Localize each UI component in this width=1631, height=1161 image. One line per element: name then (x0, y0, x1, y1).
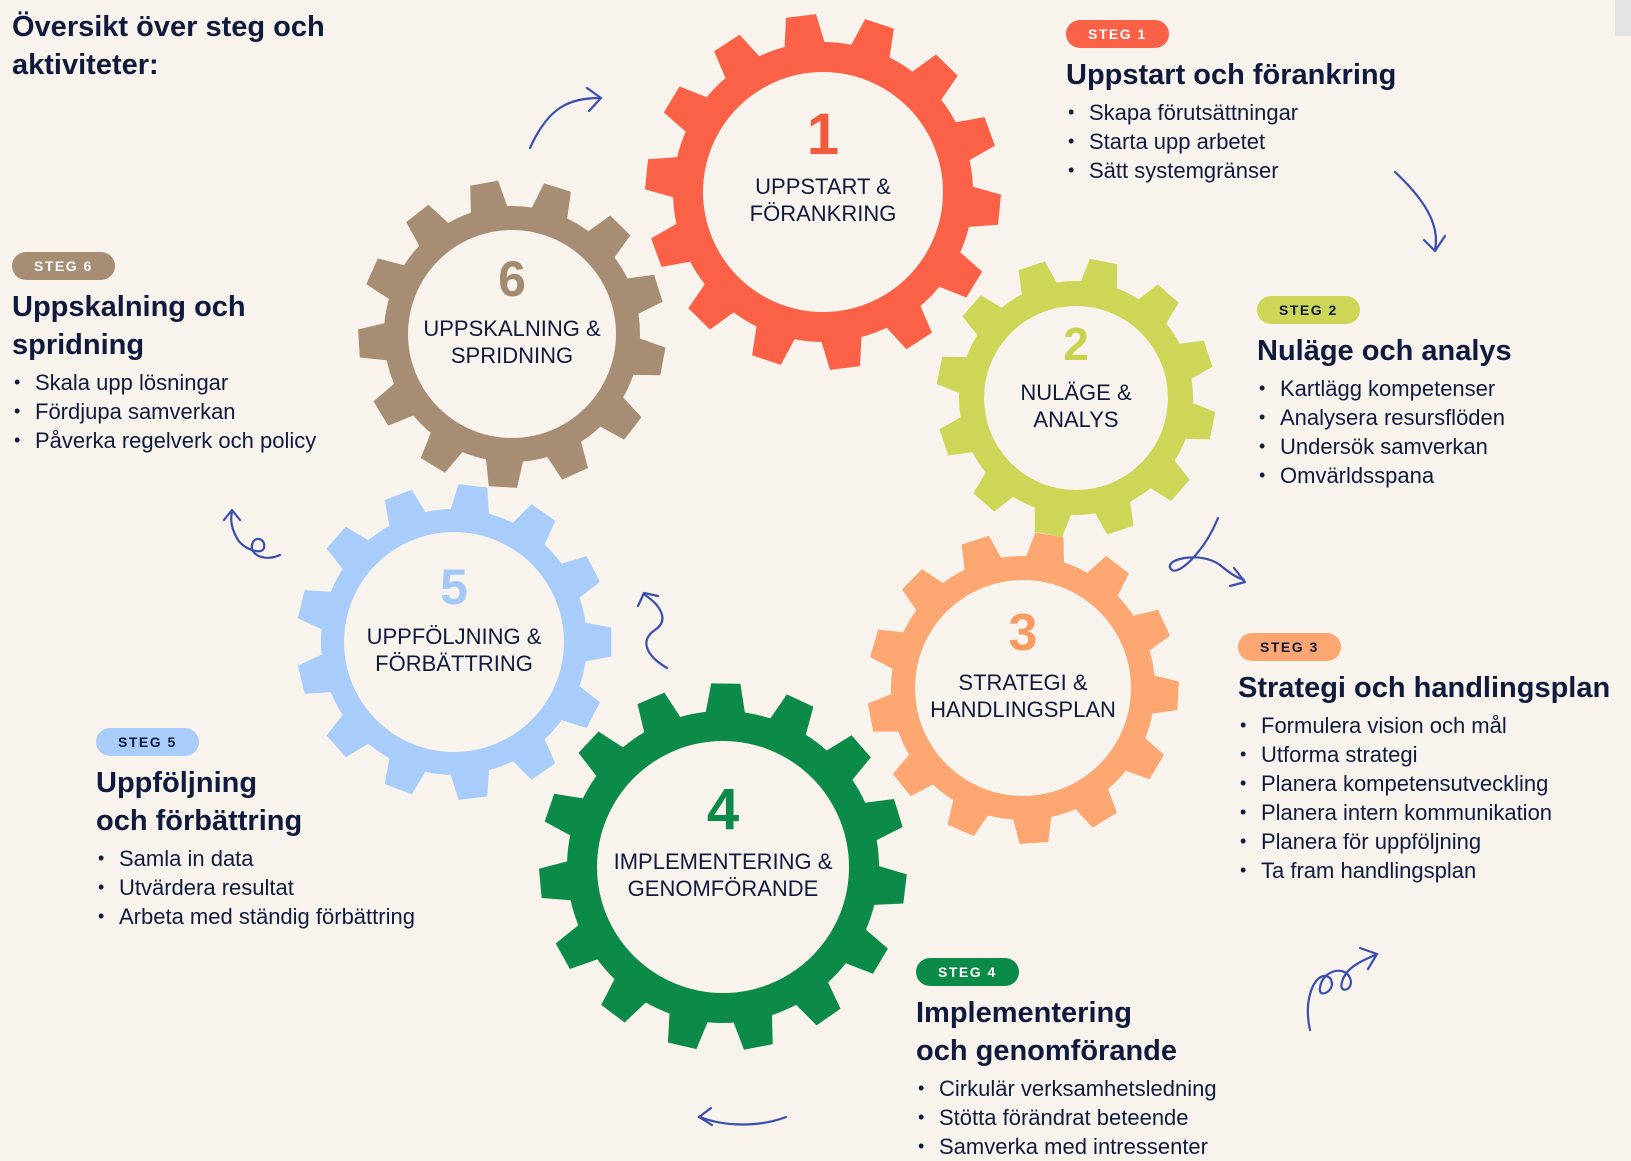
curved-arrow-icon (528, 86, 603, 150)
list-item: Skapa förutsättningar (1066, 98, 1396, 127)
step-6-badge: STEG 6 (12, 252, 115, 280)
scrollbar[interactable] (1615, 0, 1631, 36)
step-3-list: Formulera vision och mål Utforma strateg… (1238, 711, 1610, 885)
gear-2-label-line1: NULÄGE & (1020, 380, 1132, 405)
list-item: Planera för uppföljning (1238, 827, 1610, 856)
step-4-panel: STEG 4 Implementering och genomförande C… (916, 958, 1217, 1161)
step-1-badge: STEG 1 (1066, 20, 1169, 48)
list-item: Analysera resursflöden (1257, 403, 1512, 432)
step-4-list: Cirkulär verksamhetsledning Stötta förän… (916, 1074, 1217, 1161)
gear-3-label-line1: STRATEGI & (958, 670, 1087, 695)
gear-1-center (703, 72, 943, 312)
gear-4-center (597, 741, 849, 993)
gear-3-label-line2: HANDLINGSPLAN (930, 697, 1116, 722)
step-2-panel: STEG 2 Nuläge och analys Kartlägg kompet… (1257, 296, 1512, 490)
squiggle-arrow-icon (1306, 946, 1379, 1032)
step-2-list: Kartlägg kompetenser Analysera resursflö… (1257, 374, 1512, 490)
step-1-title: Uppstart och förankring (1066, 59, 1397, 91)
page-title: Översikt över steg och aktiviteter: (12, 11, 325, 81)
list-item: Planera intern kommunikation (1238, 798, 1610, 827)
list-item: Arbeta med ständig förbättring (96, 902, 415, 931)
wave-arrow-icon (636, 591, 669, 670)
step-3-panel: STEG 3 Strategi och handlingsplan Formul… (1238, 633, 1610, 885)
list-item: Sätt systemgränser (1066, 156, 1396, 185)
gear-6-label-line2: SPRIDNING (451, 343, 573, 368)
list-item: Omvärldsspana (1257, 461, 1512, 490)
gear-6-number: 6 (498, 251, 526, 307)
gear-4-label-line2: GENOMFÖRANDE (628, 876, 819, 901)
gear-6-label-line1: UPPSKALNING & (423, 316, 601, 341)
loop-arrow-icon (222, 508, 282, 559)
list-item: Cirkulär verksamhetsledning (916, 1074, 1217, 1103)
gear-4-number: 4 (707, 777, 739, 842)
gear-3-number: 3 (1009, 604, 1038, 662)
step-3-badge: STEG 3 (1238, 633, 1341, 661)
step-6-title: Uppskalning och spridning (12, 288, 316, 364)
gear-4-label-line1: IMPLEMENTERING & (614, 849, 833, 874)
step-6-panel: STEG 6 Uppskalning och spridning Skala u… (12, 252, 316, 455)
gear-1-label-line1: UPPSTART & (755, 174, 891, 199)
step-2-badge: STEG 2 (1257, 296, 1360, 324)
gear-2-number: 2 (1063, 318, 1089, 370)
step-2-title: Nuläge och analys (1257, 335, 1512, 367)
loop-arrow-icon (1168, 516, 1247, 588)
gear-3-center (915, 580, 1131, 796)
list-item: Planera kompetensutveckling (1238, 769, 1610, 798)
step-4-title-line1: Implementering (916, 997, 1132, 1029)
step-5-title-line2: och förbättring (96, 805, 303, 837)
curved-arrow-icon (697, 1106, 788, 1127)
step-1-list: Skapa förutsättningar Starta upp arbetet… (1066, 98, 1396, 185)
list-item: Påverka regelverk och policy (12, 426, 316, 455)
curved-arrow-icon (1393, 170, 1447, 253)
list-item: Fördjupa samverkan (12, 397, 316, 426)
gear-1-label-line2: FÖRANKRING (750, 201, 897, 226)
gear-5-center (344, 532, 564, 752)
step-6-title-line2: spridning (12, 329, 145, 361)
step-5-title: Uppföljning och förbättring (96, 764, 415, 840)
gear-5-label-line2: FÖRBÄTTRING (375, 651, 533, 676)
step-4-badge: STEG 4 (916, 958, 1019, 986)
list-item: Formulera vision och mål (1238, 711, 1610, 740)
step-6-title-line1: Uppskalning och (12, 291, 246, 323)
gear-5-label-line1: UPPFÖLJNING & (367, 624, 542, 649)
list-item: Utforma strategi (1238, 740, 1610, 769)
list-item: Starta upp arbetet (1066, 127, 1396, 156)
step-5-title-line1: Uppföljning (96, 767, 258, 799)
list-item: Undersök samverkan (1257, 432, 1512, 461)
gear-2-label-line2: ANALYS (1033, 407, 1118, 432)
gear-1-number: 1 (807, 102, 839, 167)
list-item: Ta fram handlingsplan (1238, 856, 1610, 885)
step-3-title: Strategi och handlingsplan (1238, 672, 1611, 704)
list-item: Skala upp lösningar (12, 368, 316, 397)
gear-2-center (984, 306, 1168, 490)
step-4-title-line2: och genomförande (916, 1035, 1178, 1067)
list-item: Kartlägg kompetenser (1257, 374, 1512, 403)
list-item: Utvärdera resultat (96, 873, 415, 902)
step-5-badge: STEG 5 (96, 728, 199, 756)
gear-6-center (408, 230, 616, 438)
step-5-list: Samla in data Utvärdera resultat Arbeta … (96, 844, 415, 931)
list-item: Samla in data (96, 844, 415, 873)
step-5-panel: STEG 5 Uppföljning och förbättring Samla… (96, 728, 415, 931)
step-6-list: Skala upp lösningar Fördjupa samverkan P… (12, 368, 316, 455)
list-item: Samverka med intressenter (916, 1132, 1217, 1161)
step-1-panel: STEG 1 Uppstart och förankring Skapa för… (1066, 20, 1396, 185)
gear-5-number: 5 (440, 559, 468, 615)
step-4-title: Implementering och genomförande (916, 994, 1217, 1070)
list-item: Stötta förändrat beteende (916, 1103, 1217, 1132)
